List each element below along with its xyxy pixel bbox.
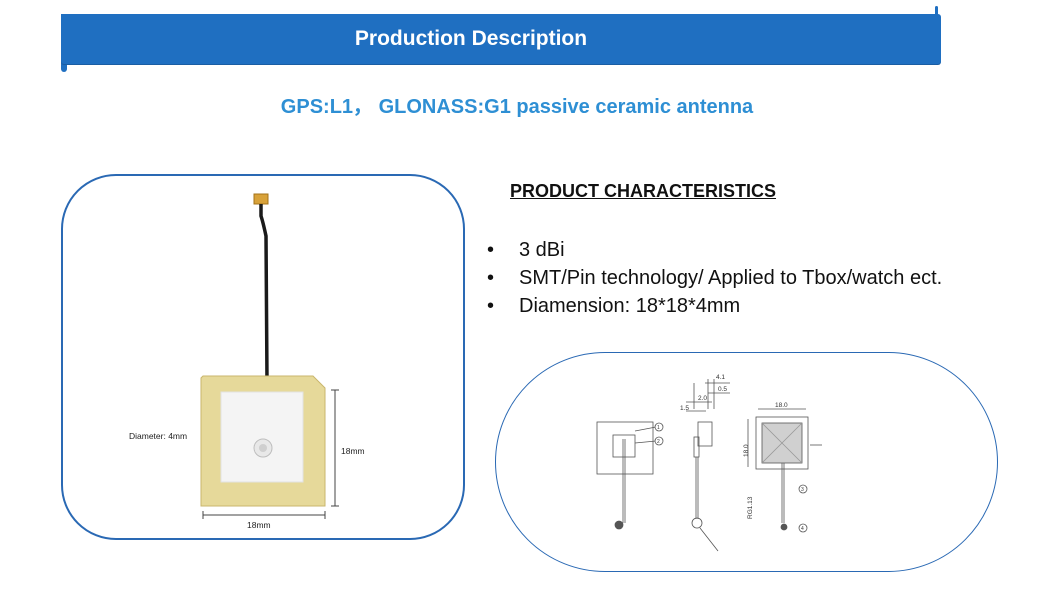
cable-label: RG1.13 xyxy=(747,496,754,519)
dim-width: 18.0 xyxy=(775,402,788,409)
page-title: Production Description xyxy=(354,27,588,50)
banner-tick xyxy=(935,6,938,16)
characteristics-list: •3 dBi •SMT/Pin technology/ Applied to T… xyxy=(487,236,942,320)
callout-3: 3 xyxy=(801,487,804,493)
ufl-connector xyxy=(253,193,269,205)
callout-2: 2 xyxy=(657,439,660,445)
bullet-icon: • xyxy=(487,239,495,261)
header-banner xyxy=(61,14,941,64)
diameter-label: Diameter: 4mm xyxy=(129,431,187,441)
dim-top-3: 2.0 xyxy=(698,395,707,402)
bullet-icon: • xyxy=(487,295,495,317)
width-label: 18mm xyxy=(247,520,271,530)
callout-1: 1 xyxy=(657,425,660,431)
dim-top-1: 4.1 xyxy=(716,374,725,381)
height-label: 18mm xyxy=(341,446,365,456)
silver-electrode xyxy=(220,391,304,483)
bullet-icon: • xyxy=(487,267,495,289)
product-subtitle: GPS:L1， GLONASS:G1 passive ceramic anten… xyxy=(280,96,754,118)
technical-drawing: 4.1 0.5 2.0 1.5 18.0 18.0 RG1.13 1 2 3 4 xyxy=(596,374,822,552)
list-item: •Diamension: 18*18*4mm xyxy=(487,292,942,320)
antenna-cable xyxy=(259,204,269,382)
list-item: •3 dBi xyxy=(487,236,942,264)
antenna-photo: Diameter: 4mm 18mm 18mm xyxy=(129,193,365,530)
dim-top-4: 1.5 xyxy=(680,405,689,412)
dim-height: 18.0 xyxy=(743,444,750,457)
product-photo-frame: Diameter: 4mm 18mm 18mm xyxy=(61,174,465,540)
characteristics-heading: PRODUCT CHARACTERISTICS xyxy=(510,181,777,201)
list-item: •SMT/Pin technology/ Applied to Tbox/wat… xyxy=(487,264,942,292)
technical-drawing-frame: 4.1 0.5 2.0 1.5 18.0 18.0 RG1.13 1 2 3 4 xyxy=(495,352,998,572)
callout-4: 4 xyxy=(801,526,804,532)
dim-top-2: 0.5 xyxy=(718,386,727,393)
side-view-outline xyxy=(697,421,713,447)
